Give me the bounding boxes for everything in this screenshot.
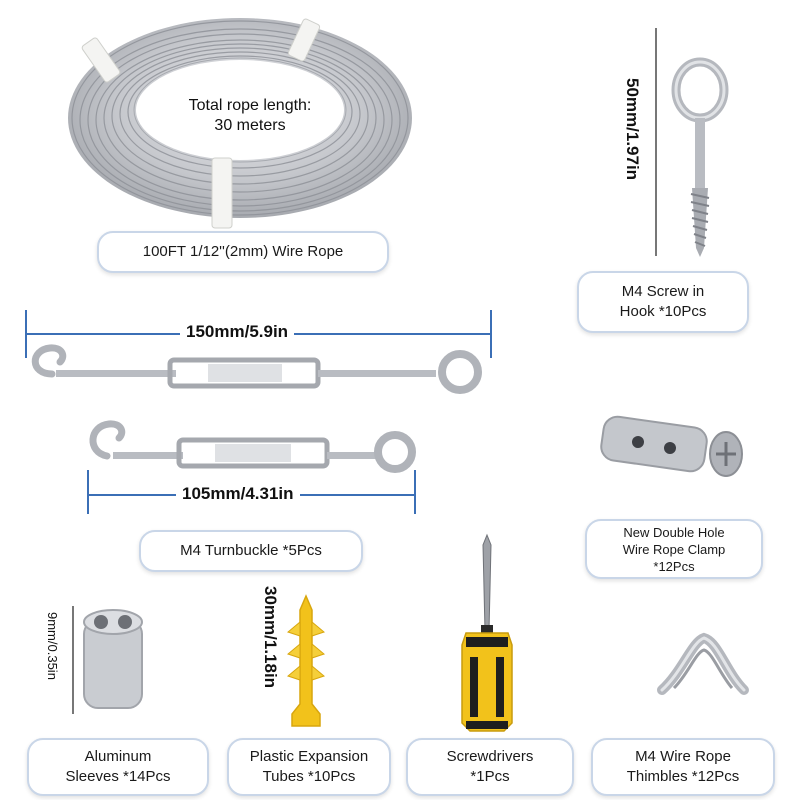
eye-hook-dimension-line (655, 28, 657, 256)
turnbuckle-short-dimension: 105mm/4.31in (176, 484, 300, 504)
clamp-label-line3: *12Pcs (653, 558, 695, 574)
turnbuckle-short-image (89, 420, 416, 473)
turnbuckle-label-text: M4 Turnbuckle *5Pcs (180, 542, 322, 559)
expansion-tube-label-line2: Tubes *10Pcs (262, 768, 356, 785)
wire-rope-clamp-image (600, 415, 743, 477)
thimble-label-line2: Thimbles *12Pcs (626, 768, 740, 785)
sleeve-dimension-line (72, 606, 74, 714)
turnbuckle-label: M4 Turnbuckle *5Pcs (139, 530, 363, 572)
thimble-label-line1: M4 Wire Rope (635, 748, 731, 765)
rope-length-line2: 30 meters (214, 117, 286, 134)
clamp-label-line1: New Double Hole (623, 524, 725, 540)
sleeve-dimension: 9mm/0.35in (45, 612, 60, 680)
wire-rope-label-text: 100FT 1/12''(2mm) Wire Rope (142, 243, 344, 260)
eye-hook-label: M4 Screw in Hook *10Pcs (577, 271, 749, 333)
clamp-label-line2: Wire Rope Clamp (622, 541, 726, 557)
wire-rope-thimble-image (657, 632, 749, 695)
eye-hook-label-line2: Hook *10Pcs (619, 303, 707, 320)
turnbuckle-long-image (31, 344, 482, 394)
thimble-label: M4 Wire Rope Thimbles *12Pcs (591, 738, 775, 796)
screwdriver-label-line2: *1Pcs (470, 768, 510, 785)
turnbuckle-long-right-cap (490, 310, 492, 358)
eye-screw-hook-image (671, 57, 729, 257)
turnbuckle-long-dimension: 150mm/5.9in (180, 322, 295, 342)
turnbuckle-long-left-cap (25, 310, 27, 358)
plastic-expansion-tube-image (286, 594, 326, 727)
rope-length-text: Total rope length: 30 meters (140, 96, 360, 136)
eye-hook-dimension: 50mm/1.97in (623, 78, 642, 181)
turnbuckle-short-left-cap (87, 470, 89, 514)
turnbuckle-short-right-cap (414, 470, 416, 514)
rope-length-line1: Total rope length: (188, 97, 312, 114)
eye-hook-label-line1: M4 Screw in (621, 283, 705, 300)
expansion-tube-dimension: 30mm/1.18in (261, 586, 280, 689)
aluminum-sleeve-label: Aluminum Sleeves *14Pcs (27, 738, 209, 796)
screwdriver-label-line1: Screwdrivers (446, 748, 534, 765)
sleeve-label-line1: Aluminum (84, 748, 152, 765)
expansion-tube-label-line1: Plastic Expansion (249, 748, 369, 765)
aluminum-sleeve-image (83, 609, 143, 709)
wire-rope-label: 100FT 1/12''(2mm) Wire Rope (97, 231, 389, 273)
sleeve-label-line2: Sleeves *14Pcs (65, 768, 171, 785)
expansion-tube-label: Plastic Expansion Tubes *10Pcs (227, 738, 391, 796)
wire-rope-clamp-label: New Double Hole Wire Rope Clamp *12Pcs (585, 519, 763, 579)
screwdriver-image (461, 533, 513, 732)
wire-rope-coil-image (68, 18, 412, 229)
screwdriver-label: Screwdrivers *1Pcs (406, 738, 574, 796)
